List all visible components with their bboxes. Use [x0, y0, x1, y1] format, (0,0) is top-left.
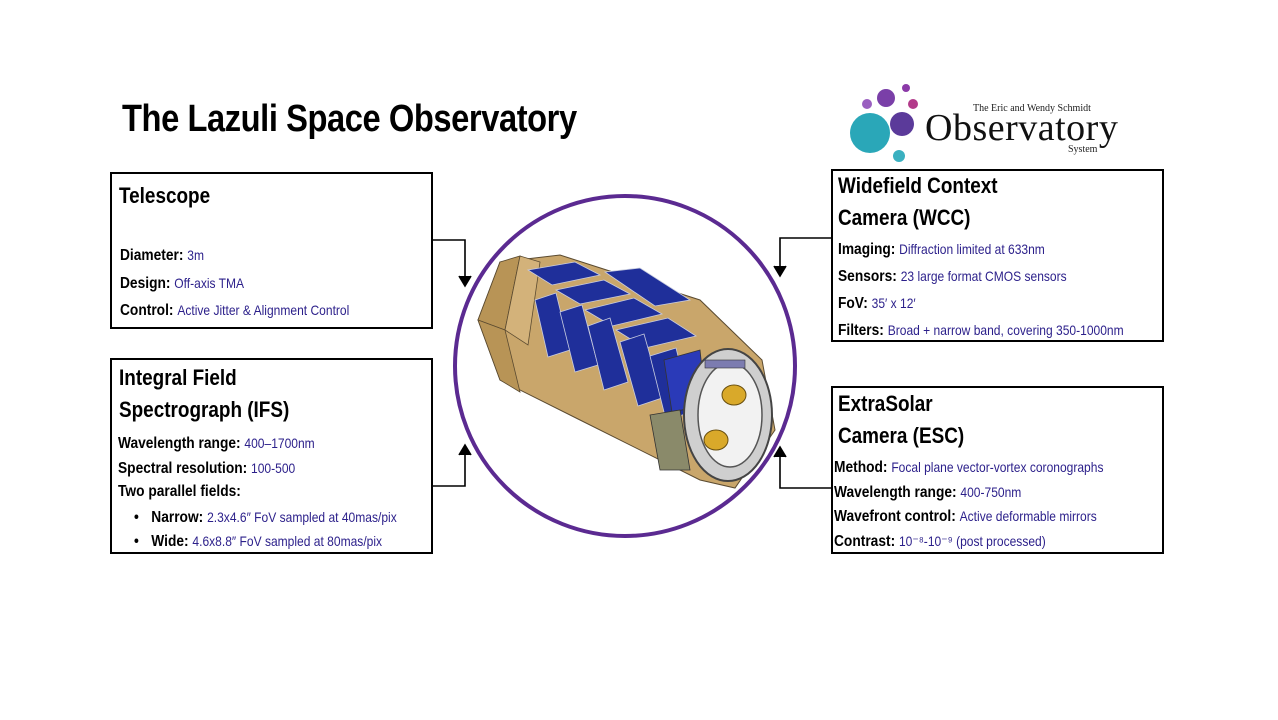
spec-value: 10⁻⁸-10⁻⁹ (post processed) — [898, 533, 1046, 549]
bullet-glyph: • — [134, 533, 139, 550]
esc-spec-wavefront: Wavefront control: Active deformable mir… — [834, 505, 1097, 528]
esc-heading-line2: Camera (ESC) — [838, 423, 965, 448]
spec-label: Wide: — [151, 533, 189, 550]
spec-label: Design: — [120, 275, 171, 292]
ifs-spec-wavelength: Wavelength range: 400–1700nm — [118, 432, 315, 455]
ifs-bullet-narrow: • Narrow: 2.3x4.6″ FoV sampled at 40mas/… — [134, 506, 397, 529]
wcc-spec-filters: Filters: Broad + narrow band, covering 3… — [838, 319, 1124, 342]
telescope-spec-design: Design: Off-axis TMA — [120, 272, 244, 295]
esc-heading-line1: ExtraSolar — [838, 391, 933, 416]
spec-label: Narrow: — [151, 509, 204, 526]
spec-value: Focal plane vector-vortex coronographs — [891, 459, 1104, 475]
spec-value: 100-500 — [251, 460, 296, 476]
ifs-box — [110, 358, 433, 554]
spec-label: FoV: — [838, 295, 868, 312]
spec-value: Broad + narrow band, covering 350-1000nm — [887, 322, 1124, 338]
wcc-spec-sensors: Sensors: 23 large format CMOS sensors — [838, 265, 1067, 288]
ifs-heading-line2: Spectrograph (IFS) — [119, 397, 290, 422]
ifs-spec-fields: Two parallel fields: — [118, 481, 241, 503]
ifs-heading-line1: Integral Field — [119, 365, 237, 390]
wcc-spec-fov: FoV: 35′ x 12′ — [838, 292, 916, 315]
spec-label: Spectral resolution: — [118, 460, 248, 477]
spec-label: Wavefront control: — [834, 508, 956, 525]
spec-label: Wavelength range: — [118, 435, 241, 452]
ifs-spec-resolution: Spectral resolution: 100-500 — [118, 457, 295, 480]
wcc-box — [831, 169, 1164, 342]
spec-label: Filters: — [838, 322, 884, 339]
logo-sub-text: System — [1068, 144, 1098, 155]
spec-value: 3m — [187, 247, 205, 263]
spec-value: 35′ x 12′ — [871, 295, 916, 311]
esc-spec-wavelength: Wavelength range: 400-750nm — [834, 481, 1021, 504]
esc-spec-contrast: Contrast: 10⁻⁸-10⁻⁹ (post processed) — [834, 530, 1046, 553]
spec-label: Contrast: — [834, 533, 896, 550]
logo-main-text: Observatory — [925, 107, 1119, 149]
bullet-glyph: • — [134, 509, 139, 526]
wcc-heading-line2: Camera (WCC) — [838, 205, 971, 230]
connector-telescope — [432, 239, 472, 288]
spacecraft-circle — [453, 194, 797, 538]
spec-value: 400-750nm — [960, 484, 1022, 500]
wcc-heading-line1: Widefield Context — [838, 173, 998, 198]
spec-label: Control: — [120, 302, 174, 319]
spec-value: Diffraction limited at 633nm — [899, 241, 1045, 257]
connector-esc — [773, 445, 831, 489]
spec-value: Active deformable mirrors — [959, 508, 1097, 524]
spec-value: Active Jitter & Alignment Control — [177, 302, 350, 318]
spec-value: 23 large format CMOS sensors — [900, 268, 1067, 284]
wcc-spec-imaging: Imaging: Diffraction limited at 633nm — [838, 238, 1045, 261]
spec-value: 2.3x4.6″ FoV sampled at 40mas/pix — [207, 509, 397, 525]
spec-value: 4.6x8.8″ FoV sampled at 80mas/pix — [192, 533, 383, 549]
page-title: The Lazuli Space Observatory — [122, 98, 577, 140]
telescope-heading: Telescope — [119, 183, 211, 208]
spec-label: Sensors: — [838, 268, 897, 285]
observatory-logo-dots — [850, 84, 918, 162]
spec-value: Off-axis TMA — [174, 275, 245, 291]
spec-label: Imaging: — [838, 241, 896, 258]
connector-ifs — [432, 443, 472, 487]
telescope-box — [110, 172, 433, 329]
connector-wcc — [773, 237, 831, 278]
spec-label: Wavelength range: — [834, 484, 957, 501]
ifs-bullet-wide: • Wide: 4.6x8.8″ FoV sampled at 80mas/pi… — [134, 530, 382, 553]
telescope-spec-control: Control: Active Jitter & Alignment Contr… — [120, 299, 349, 322]
spacecraft-illustration — [477, 254, 776, 489]
telescope-spec-diameter: Diameter: 3m — [120, 244, 204, 267]
logo-small-text: The Eric and Wendy Schmidt — [973, 103, 1091, 114]
esc-spec-method: Method: Focal plane vector-vortex corono… — [834, 456, 1103, 479]
spec-label: Diameter: — [120, 247, 184, 264]
esc-box — [831, 386, 1164, 554]
spec-label: Two parallel fields: — [118, 483, 241, 500]
spec-value: 400–1700nm — [244, 435, 315, 451]
spec-label: Method: — [834, 459, 888, 476]
